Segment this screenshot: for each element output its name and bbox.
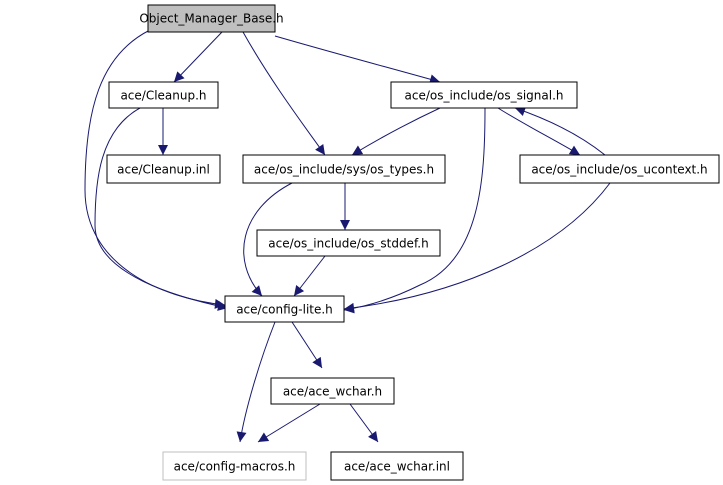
edge-os-stddef-h-to-config-lite-h	[293, 255, 326, 297]
node-label-object-manager-base-h: Object_Manager_Base.h	[139, 12, 283, 26]
edge-os-signal-h-to-config-lite-h	[343, 107, 486, 314]
node-label-config-lite-h: ace/config-lite.h	[236, 303, 333, 317]
node-label-ace-wchar-h: ace/ace_wchar.h	[283, 385, 382, 399]
node-config-macros-h: ace/config-macros.h	[162, 451, 307, 481]
node-label-ace-wchar-inl: ace/ace_wchar.inl	[344, 460, 450, 474]
node-object-manager-base-h: Object_Manager_Base.h	[139, 4, 284, 33]
edge-object-manager-base-to-os-signal-h	[274, 35, 441, 85]
node-os-signal-h: ace/os_include/os_signal.h	[390, 81, 578, 109]
node-label-sys-types-h: ace/os_include/sys/os_types.h	[254, 163, 434, 177]
edge-object-manager-base-to-sys-types-h	[242, 31, 326, 156]
node-ace-wchar-h: ace/ace_wchar.h	[270, 377, 395, 405]
node-label-os-ucontext-h: ace/os_include/os_ucontext.h	[531, 163, 707, 177]
node-sys-types-h: ace/os_include/sys/os_types.h	[242, 154, 446, 184]
node-label-config-macros-h: ace/config-macros.h	[174, 460, 296, 474]
edges	[84, 29, 611, 443]
node-config-lite-h: ace/config-lite.h	[224, 295, 345, 323]
node-label-cleanup-h: ace/Cleanup.h	[120, 89, 206, 103]
edge-cleanup-h-to-config-lite-h	[94, 107, 229, 311]
edge-sys-types-h-to-config-lite-h	[243, 182, 293, 297]
node-cleanup-h: ace/Cleanup.h	[108, 81, 219, 109]
edge-os-signal-h-to-os-ucontext-h	[497, 107, 581, 156]
node-cleanup-inl: ace/Cleanup.inl	[106, 154, 221, 184]
node-label-os-stddef-h: ace/os_include/os_stddef.h	[268, 237, 428, 251]
edge-config-lite-h-to-config-macros-h	[236, 321, 276, 443]
node-os-ucontext-h: ace/os_include/os_ucontext.h	[519, 154, 720, 184]
edge-ace-wchar-h-to-config-macros-h	[257, 403, 321, 443]
edge-os-ucontext-h-to-config-lite-h	[343, 182, 611, 313]
edge-os-ucontext-h-to-os-signal-h	[514, 106, 606, 156]
node-label-os-signal-h: ace/os_include/os_signal.h	[405, 89, 564, 103]
nodes: Object_Manager_Base.h ace/Cleanup.h ace/…	[106, 4, 720, 481]
node-label-cleanup-inl: ace/Cleanup.inl	[117, 163, 210, 177]
edge-os-signal-h-to-sys-types-h	[351, 107, 441, 156]
edge-object-manager-base-to-cleanup-h	[173, 31, 223, 83]
node-ace-wchar-inl: ace/ace_wchar.inl	[330, 451, 464, 481]
edge-config-lite-h-to-ace-wchar-h	[291, 321, 323, 369]
node-os-stddef-h: ace/os_include/os_stddef.h	[256, 229, 441, 257]
edge-ace-wchar-h-to-ace-wchar-inl	[349, 403, 379, 443]
